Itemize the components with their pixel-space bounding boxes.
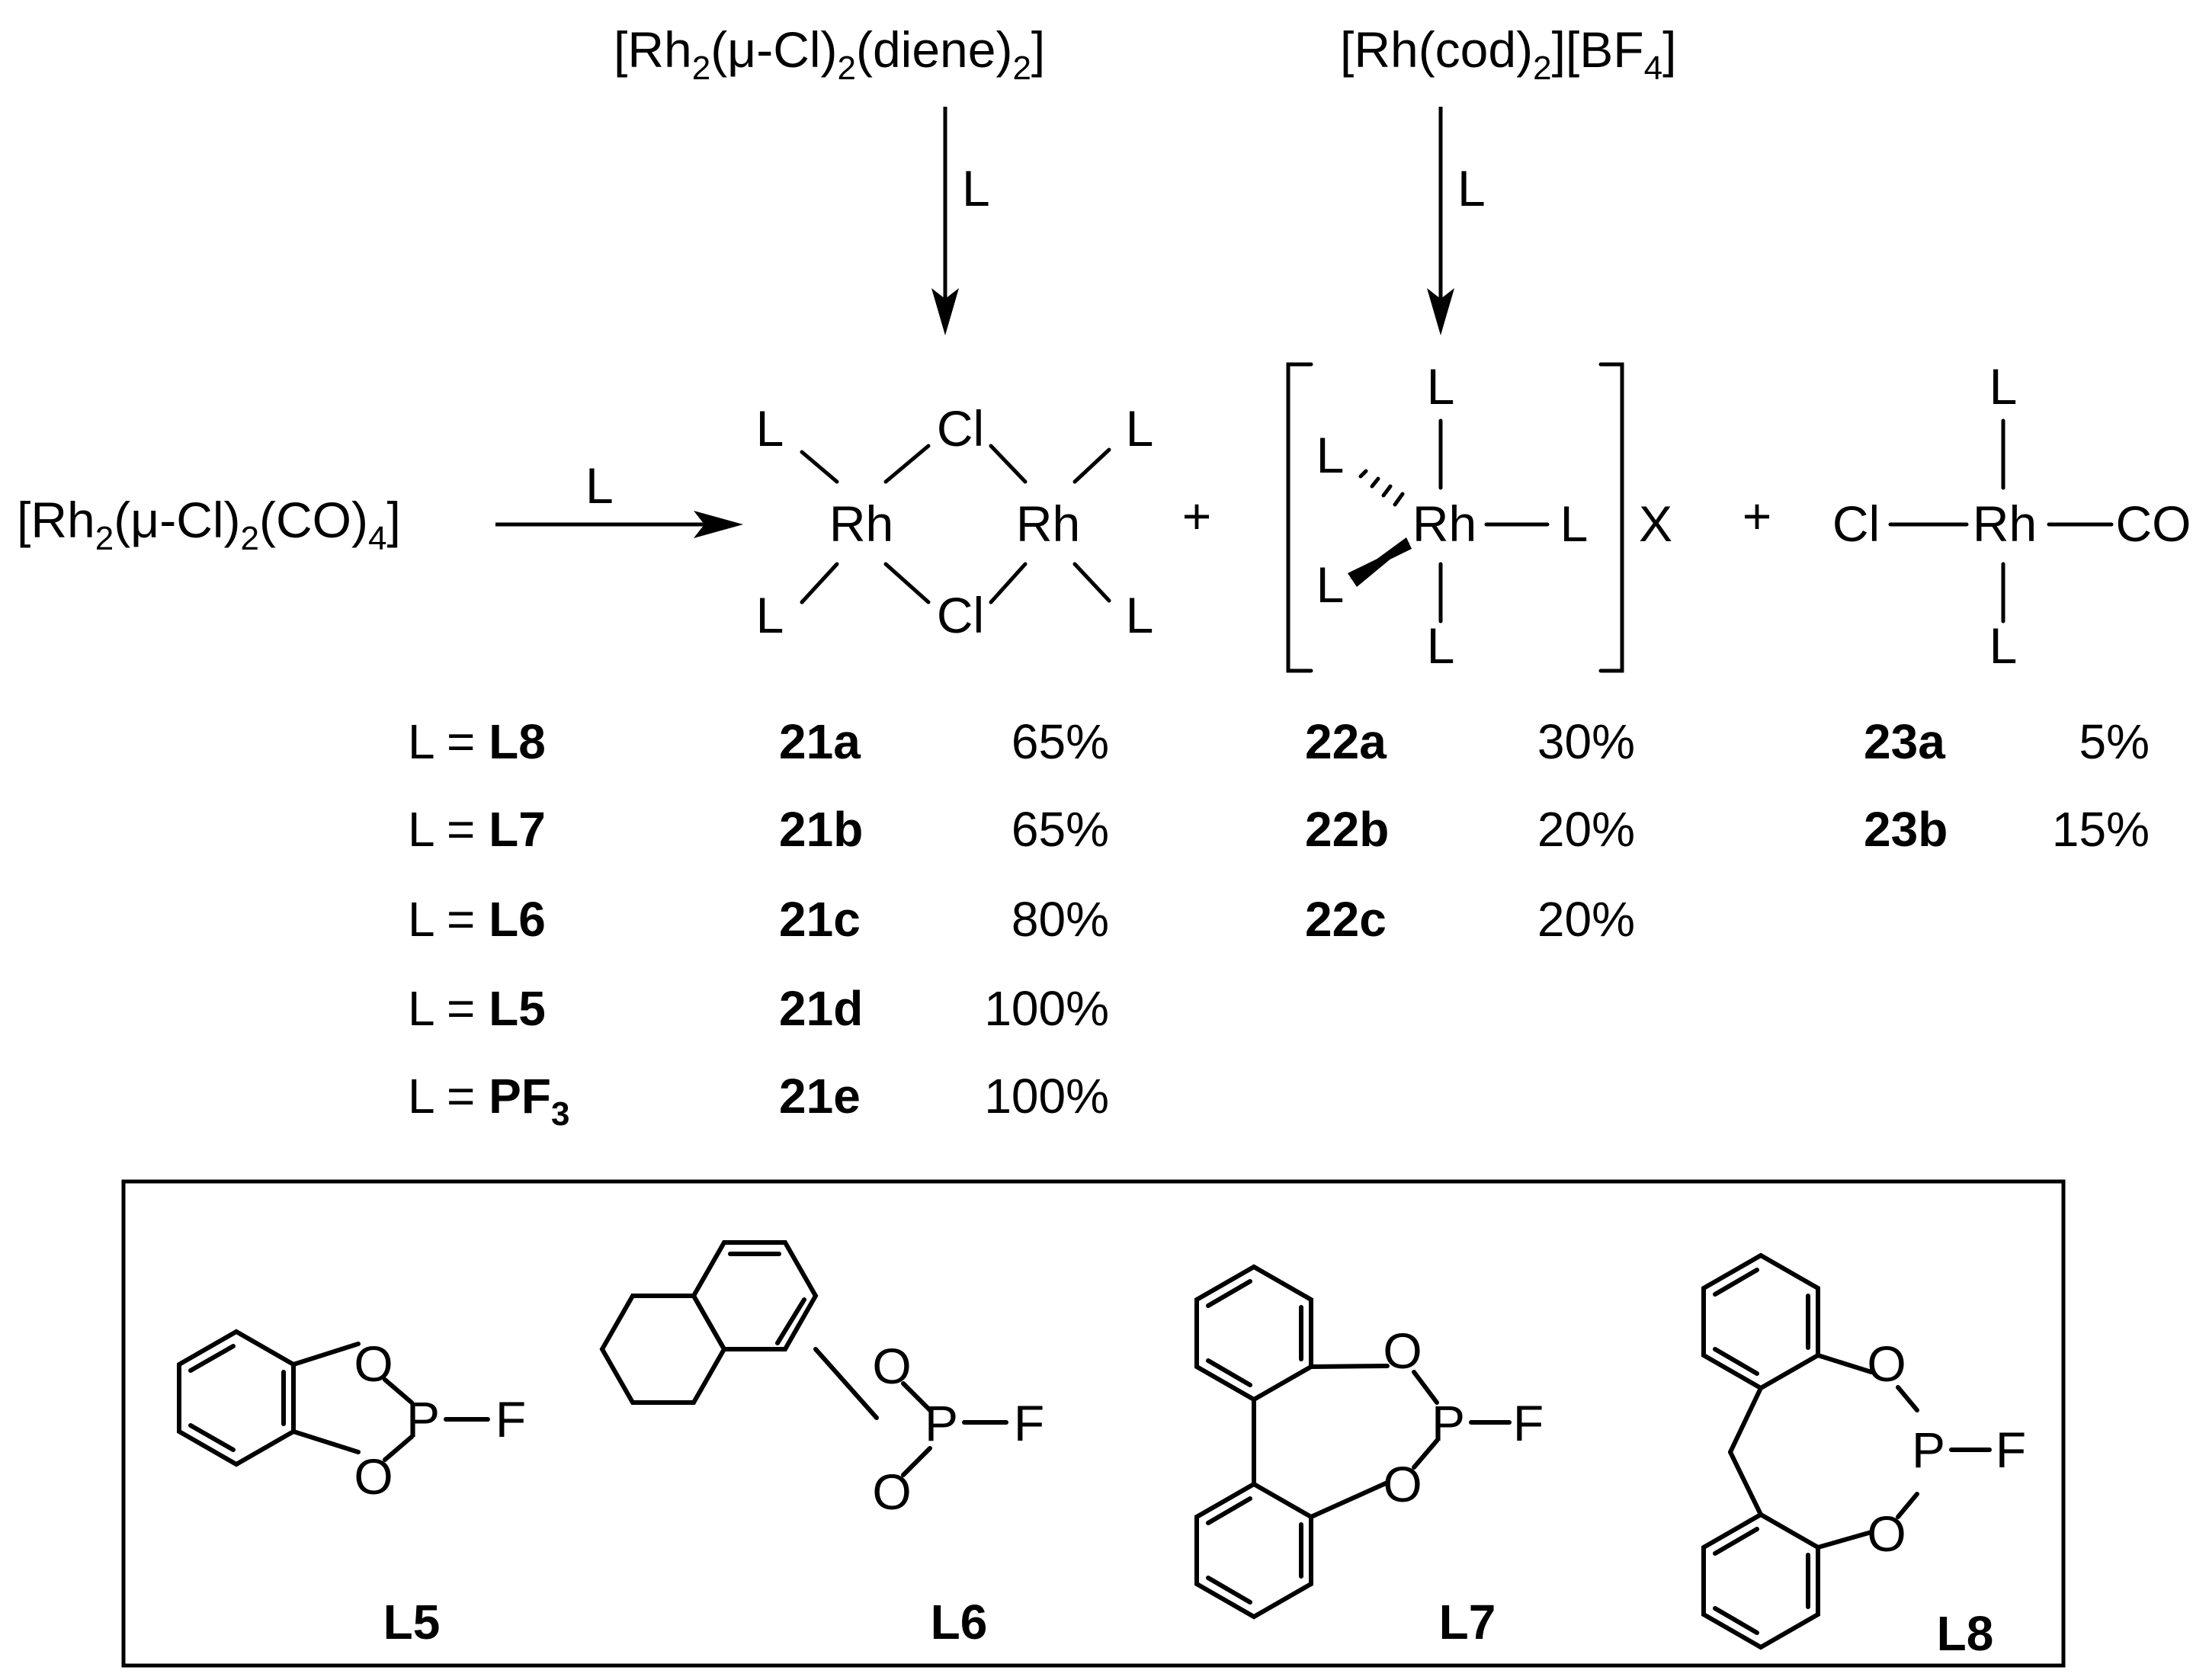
svg-text:L: L (756, 587, 784, 643)
svg-text:65%: 65% (1012, 802, 1109, 857)
svg-text:L: L (1427, 358, 1455, 415)
svg-text:21a: 21a (779, 714, 861, 769)
svg-text:80%: 80% (1012, 892, 1109, 947)
svg-text:Cl: Cl (937, 400, 984, 457)
svg-text:F: F (1996, 1422, 2026, 1478)
svg-text:21b: 21b (779, 802, 863, 857)
svg-text:L = L7: L = L7 (408, 802, 546, 857)
svg-text:30%: 30% (1537, 714, 1635, 769)
yield-table: L = L8 21a 65% 22a 30% 23a 5% L = L7 21b… (408, 714, 2150, 1133)
svg-text:Cl: Cl (1832, 495, 1880, 552)
svg-text:L: L (1316, 556, 1345, 613)
svg-text:20%: 20% (1537, 892, 1635, 947)
svg-text:L: L (1560, 495, 1589, 552)
svg-text:L: L (1126, 400, 1154, 457)
ligand-L8-label: L8 (1937, 1606, 1994, 1661)
svg-text:65%: 65% (1012, 714, 1109, 769)
arrowhead-horizontal (694, 511, 743, 538)
svg-text:L: L (756, 400, 784, 457)
ligand-L5-label: L5 (383, 1595, 441, 1650)
ligand-L7-label: L7 (1439, 1595, 1496, 1650)
svg-text:22c: 22c (1305, 892, 1387, 947)
table-row: L = PF3 21e 100% (408, 1069, 1109, 1133)
svg-text:Rh: Rh (1412, 495, 1476, 552)
svg-text:F: F (495, 1391, 526, 1448)
svg-text:21c: 21c (779, 892, 861, 947)
svg-text:15%: 15% (2052, 802, 2150, 857)
svg-text:100%: 100% (984, 981, 1109, 1036)
svg-text:100%: 100% (984, 1069, 1109, 1124)
svg-text:O: O (1867, 1335, 1906, 1392)
reagent-rh-co-dimer: [Rh2(μ-Cl)2(CO)4] (17, 492, 401, 557)
svg-text:L: L (1126, 587, 1154, 643)
svg-text:F: F (1014, 1395, 1044, 1451)
ligand-L6-label: L6 (931, 1595, 988, 1650)
table-row: L = L8 21a 65% 22a 30% 23a 5% (408, 714, 2150, 769)
svg-text:Rh: Rh (829, 495, 893, 552)
arrowhead-left (931, 288, 959, 335)
svg-text:P: P (1912, 1422, 1945, 1478)
reagent-rh-cod-bf4: [Rh(cod)2][BF4] (1340, 21, 1676, 87)
svg-text:F: F (1513, 1395, 1544, 1451)
svg-text:22b: 22b (1305, 802, 1389, 857)
svg-text:L: L (1427, 617, 1455, 674)
svg-text:L = L8: L = L8 (408, 714, 546, 769)
svg-text:P: P (406, 1391, 440, 1448)
ligand-L7-structure: O O P F (1194, 1264, 1544, 1620)
ligand-L8-structure: O O P F (1701, 1252, 2026, 1650)
svg-text:P: P (925, 1395, 958, 1451)
svg-text:Cl: Cl (937, 587, 984, 643)
svg-text:L: L (1989, 617, 2018, 674)
product-21-dimer: Rh Rh Cl Cl L L L L (756, 400, 1154, 643)
svg-text:[Rh2(μ-Cl)2(diene)2]: [Rh2(μ-Cl)2(diene)2] (614, 21, 1045, 87)
svg-text:Rh: Rh (1016, 495, 1080, 552)
svg-text:X: X (1639, 495, 1672, 552)
svg-text:L = L6: L = L6 (408, 892, 546, 947)
svg-text:21e: 21e (779, 1069, 861, 1124)
arrow-label-horizontal: L (585, 457, 614, 514)
svg-text:CO: CO (2116, 495, 2191, 552)
arrowhead-right (1427, 288, 1454, 335)
product-22-cation: Rh L L L L L X (1286, 358, 1672, 674)
svg-text:20%: 20% (1537, 802, 1635, 857)
table-row: L = L6 21c 80% 22c 20% (408, 892, 1635, 947)
arrow-label-right: L (1457, 160, 1486, 216)
reagent-rh-diene-dimer: [Rh2(μ-Cl)2(diene)2] (614, 21, 1045, 87)
svg-text:[Rh2(μ-Cl)2(CO)4]: [Rh2(μ-Cl)2(CO)4] (17, 492, 401, 557)
plus-sign-1: + (1182, 488, 1212, 544)
ligand-L6-structure: O O P F (599, 1240, 1044, 1520)
svg-text:5%: 5% (2079, 714, 2150, 769)
plus-sign-2: + (1743, 488, 1772, 544)
product-23-complex: Cl Rh CO L L (1832, 358, 2191, 674)
svg-text:L: L (1989, 358, 2018, 415)
svg-text:23a: 23a (1864, 714, 1945, 769)
table-row: L = L7 21b 65% 22b 20% 23b 15% (408, 802, 2150, 857)
svg-text:O: O (1383, 1323, 1422, 1379)
svg-text:L = PF3: L = PF3 (408, 1069, 569, 1133)
svg-text:[Rh(cod)2][BF4]: [Rh(cod)2][BF4] (1340, 21, 1676, 87)
svg-text:23b: 23b (1864, 802, 1948, 857)
svg-text:P: P (1432, 1395, 1465, 1451)
arrow-label-left: L (962, 160, 990, 216)
svg-text:L: L (1316, 427, 1345, 483)
svg-text:L = L5: L = L5 (408, 981, 546, 1036)
ligand-L5-structure: O O P F (177, 1329, 526, 1505)
svg-text:22a: 22a (1305, 714, 1387, 769)
svg-text:Rh: Rh (1973, 495, 2037, 552)
svg-text:21d: 21d (779, 981, 863, 1036)
ligand-box (121, 1179, 2066, 1668)
table-row: L = L5 21d 100% (408, 981, 1109, 1036)
